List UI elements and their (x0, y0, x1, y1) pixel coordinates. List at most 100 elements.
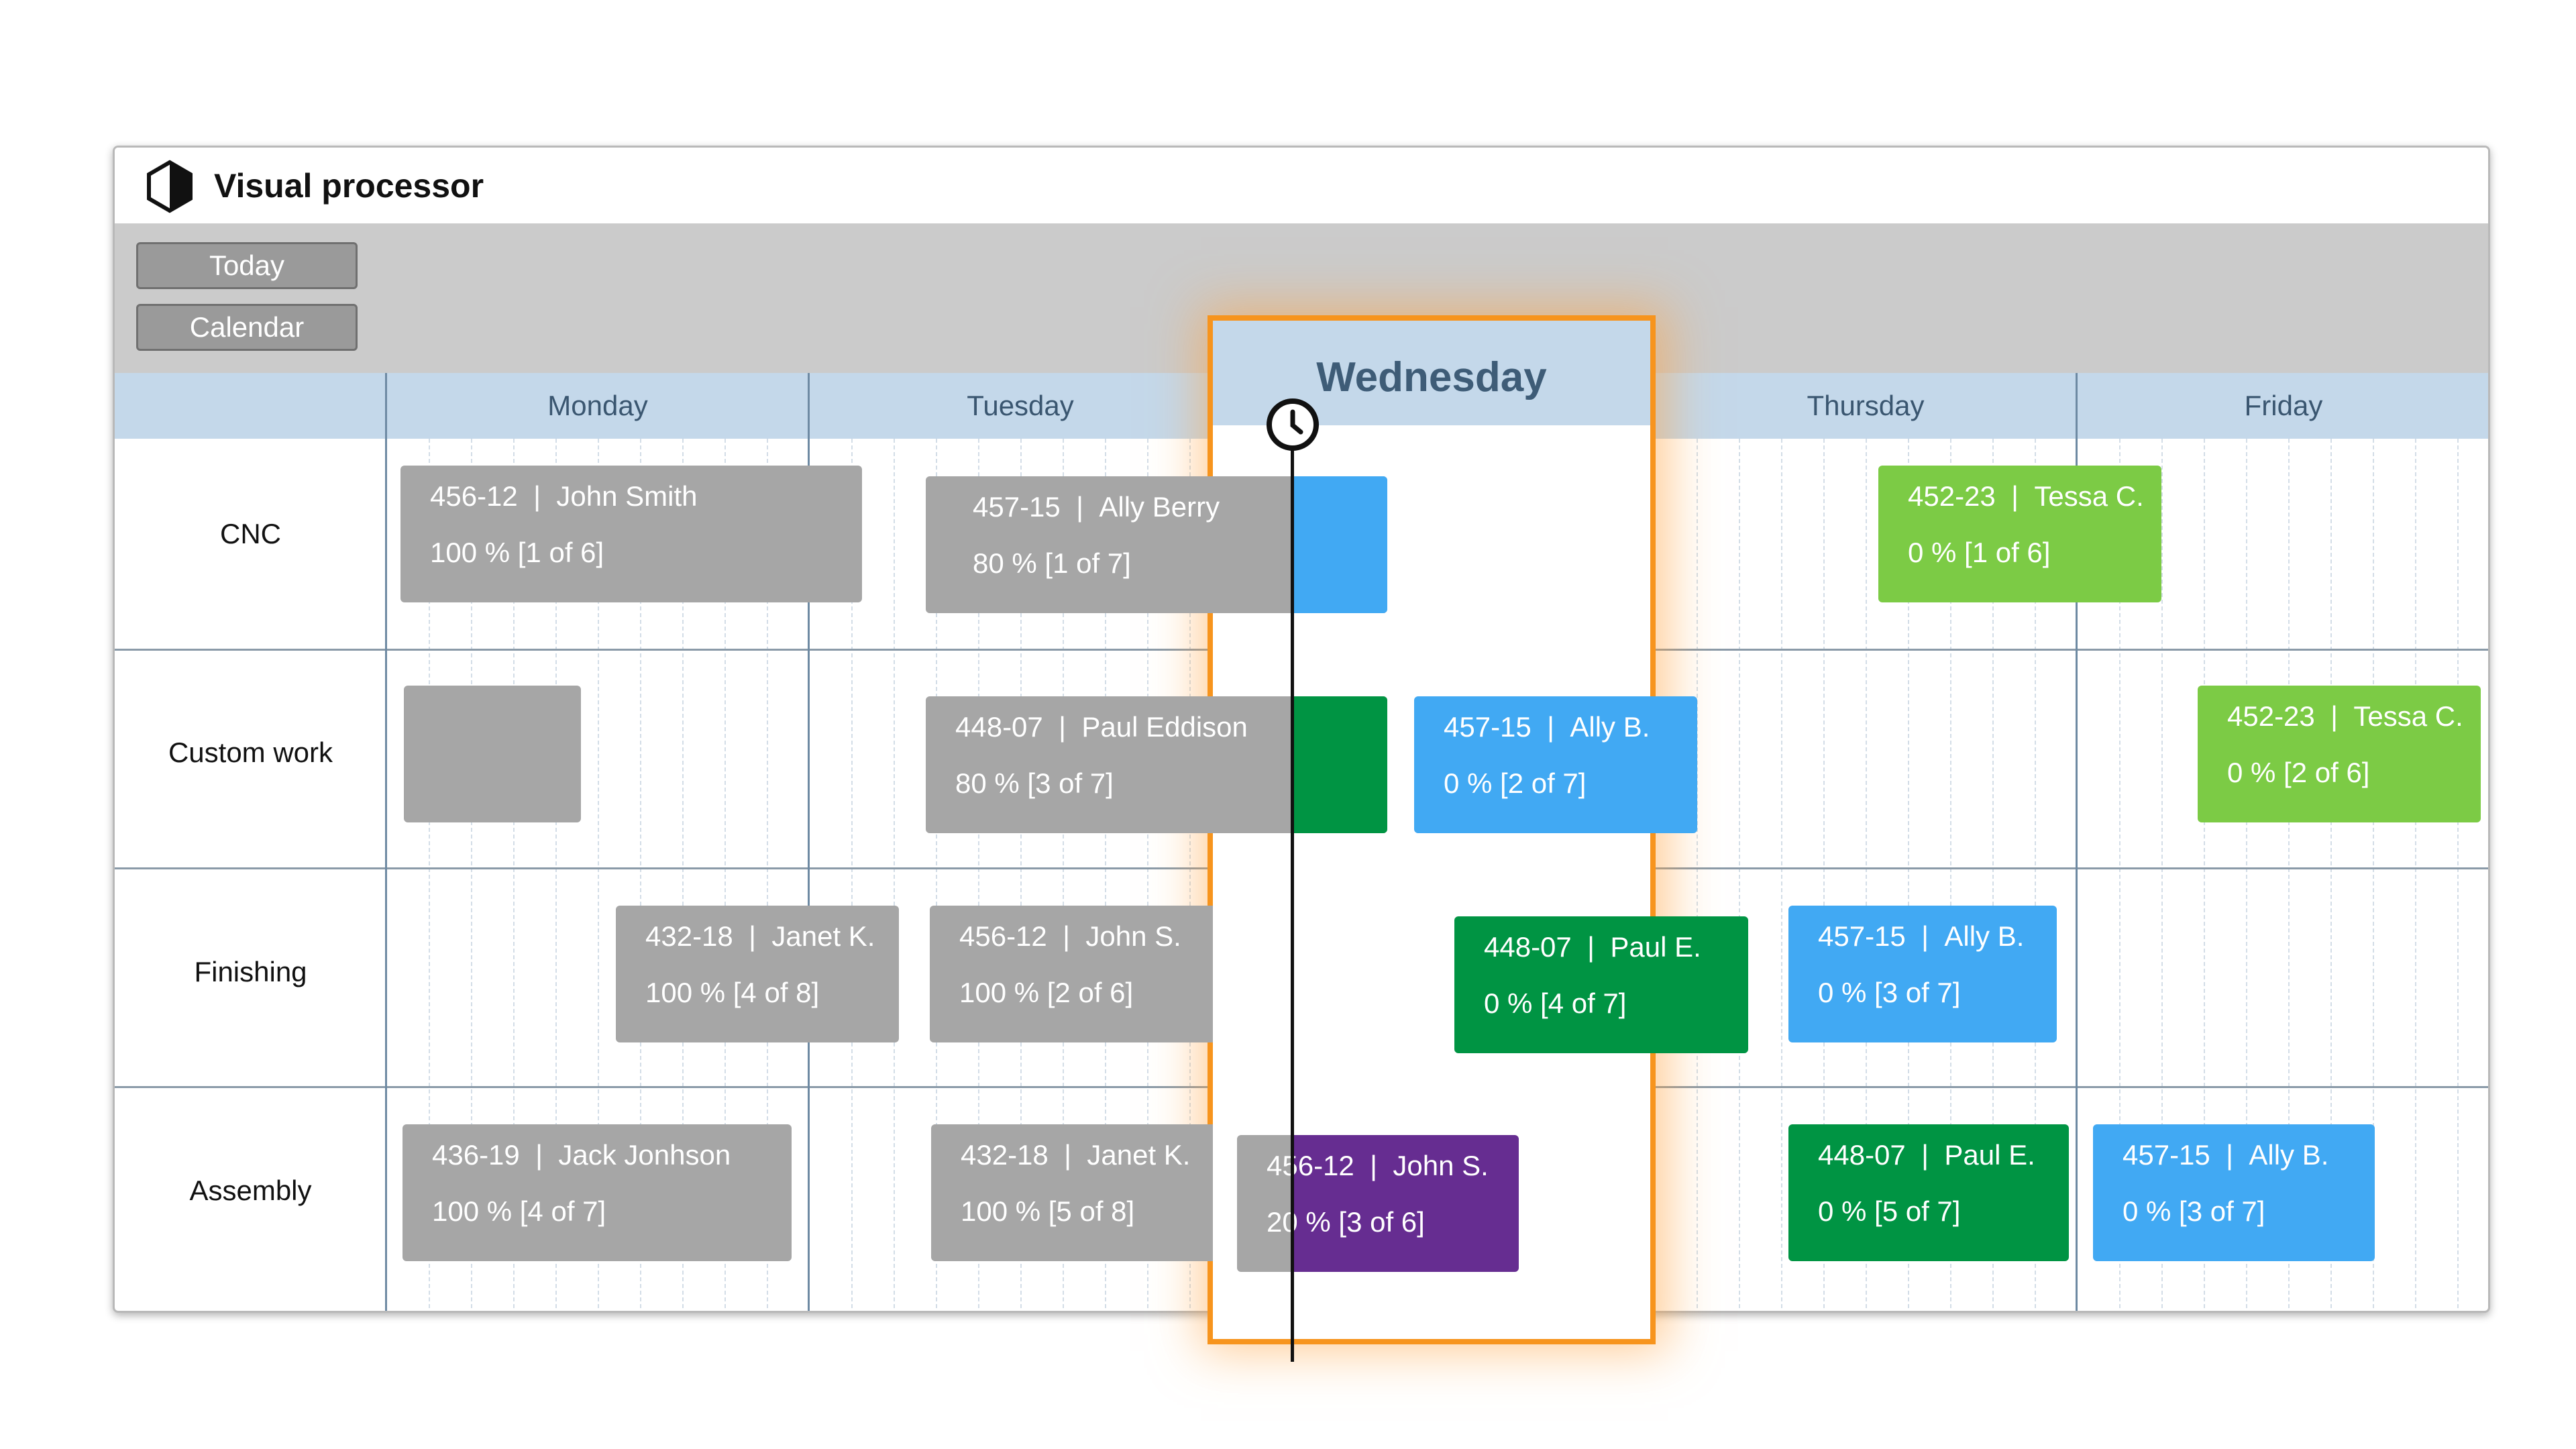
task-card[interactable]: 432-18 | Janet K. 100 % [5 of 8] (931, 1124, 1213, 1261)
app-title: Visual processor (214, 167, 484, 205)
task-person: Janet K. (1087, 1139, 1191, 1171)
grid-subline (936, 439, 937, 1311)
task-card[interactable]: 457-15 | Ally B. 0 % [2 of 7] (1414, 696, 1697, 833)
task-id: 456-12 (1267, 1150, 1354, 1181)
task-person: Paul Eddison (1081, 711, 1248, 743)
task-progress: 80 % [3 of 7] (955, 767, 1114, 799)
task-progress: 0 % [2 of 6] (2227, 757, 2370, 788)
task-person: Ally B. (1570, 711, 1650, 743)
grid-subline (851, 439, 853, 1311)
day-divider (808, 373, 810, 1311)
task-progress: 0 % [2 of 7] (1444, 767, 1587, 799)
task-card[interactable]: 456-12 | John S. 20 % [3 of 6] (1237, 1135, 1519, 1272)
day-divider (2076, 373, 2078, 1311)
task-progress: 80 % [1 of 7] (973, 547, 1131, 579)
calendar-button[interactable]: Calendar (136, 304, 358, 351)
day-header-tuesday: Tuesday (967, 390, 1074, 421)
grid-subline (429, 439, 430, 1311)
grid-subline (1189, 439, 1191, 1311)
task-person: Paul E. (1610, 931, 1701, 963)
task-progress: 0 % [5 of 7] (1818, 1195, 1961, 1227)
task-id: 432-18 (961, 1139, 1049, 1171)
grid-subline (2161, 439, 2163, 1311)
grid-subline (1950, 439, 1951, 1311)
day-divider (385, 373, 387, 1311)
grid-subline (2119, 439, 2121, 1311)
task-person: Tessa C. (2034, 480, 2144, 512)
task-card[interactable]: 456-12 | John S. 100 % [2 of 6] (930, 906, 1213, 1042)
task-id: 457-15 (2123, 1139, 2210, 1171)
task-card[interactable]: 432-18 | Janet K. 100 % [4 of 8] (616, 906, 899, 1042)
grid-subline (767, 439, 768, 1311)
task-progress: 0 % [4 of 7] (1484, 987, 1627, 1019)
task-card[interactable]: 448-07 | Paul E. 0 % [5 of 7] (1788, 1124, 2069, 1261)
task-card-empty[interactable] (404, 686, 581, 822)
grid-subline (2415, 439, 2416, 1311)
task-progress: 100 % [5 of 8] (961, 1195, 1135, 1227)
task-progress: 100 % [4 of 7] (432, 1195, 606, 1227)
grid-subline (1147, 439, 1148, 1311)
day-header-friday: Friday (2244, 390, 2323, 421)
task-person: Ally Berry (1099, 491, 1220, 523)
task-id: 456-12 (959, 920, 1047, 952)
task-card[interactable]: 436-19 | Jack Jonhson 100 % [4 of 7] (402, 1124, 792, 1261)
clock-icon (1267, 398, 1319, 451)
task-id: 448-07 (1484, 931, 1572, 963)
task-person: Jack Jonhson (558, 1139, 731, 1171)
task-card[interactable]: 457-15 | Ally B. 0 % [3 of 7] (2093, 1124, 2375, 1261)
task-id: 436-19 (432, 1139, 520, 1171)
grid-subline (1105, 439, 1106, 1311)
today-button[interactable]: Today (136, 242, 358, 289)
grid-subline (1908, 439, 1909, 1311)
task-id: 452-23 (1908, 480, 1996, 512)
grid-subline (1781, 439, 1782, 1311)
task-id: 457-15 (1818, 920, 1906, 952)
task-card[interactable]: 452-23 | Tessa C. 0 % [1 of 6] (1878, 466, 2161, 602)
row-label-cnc: CNC (220, 518, 281, 549)
task-progress: 100 % [2 of 6] (959, 977, 1134, 1008)
task-person: Janet K. (771, 920, 875, 952)
grid-subline (894, 439, 895, 1311)
task-card[interactable]: 448-07 | Paul E. 0 % [4 of 7] (1454, 916, 1748, 1053)
task-progress: 100 % [4 of 8] (645, 977, 820, 1008)
task-remaining-bar[interactable] (1292, 696, 1387, 833)
task-person: Paul E. (1944, 1139, 2035, 1171)
grid-subline (2204, 439, 2205, 1311)
grid-subline (598, 439, 599, 1311)
row-label-assembly: Assembly (189, 1175, 312, 1206)
day-header-wednesday: Wednesday (1213, 321, 1650, 425)
task-person: Ally B. (1944, 920, 2025, 952)
grid-subline (1992, 439, 1994, 1311)
grid-subline (555, 439, 557, 1311)
task-id: 457-15 (1444, 711, 1532, 743)
grid-subline (640, 439, 641, 1311)
task-card[interactable]: 456-12 | John Smith 100 % [1 of 6] (400, 466, 862, 602)
task-remaining-bar[interactable] (1292, 476, 1387, 613)
grid-subline (1823, 439, 1825, 1311)
task-id: 448-07 (1818, 1139, 1906, 1171)
task-id: 448-07 (955, 711, 1043, 743)
task-card[interactable]: 452-23 | Tessa C. 0 % [2 of 6] (2198, 686, 2481, 822)
day-header-monday: Monday (547, 390, 648, 421)
row-label-custom-work: Custom work (168, 737, 333, 768)
grid-subline (513, 439, 515, 1311)
task-card[interactable]: 457-15 | Ally B. 0 % [3 of 7] (1788, 906, 2057, 1042)
task-id: 452-23 (2227, 700, 2315, 732)
grid-subline (1739, 439, 1740, 1311)
title-bar: Visual processor (115, 148, 2488, 223)
day-header-thursday: Thursday (1807, 390, 1925, 421)
task-progress: 0 % [3 of 7] (1818, 977, 1961, 1008)
task-person: John S. (1393, 1150, 1489, 1181)
grid-subline (2035, 439, 2036, 1311)
row-label-finishing: Finishing (194, 956, 307, 987)
grid-subline (2330, 439, 2332, 1311)
task-person: Ally B. (2249, 1139, 2329, 1171)
task-id: 432-18 (645, 920, 733, 952)
hexagon-logo-icon (147, 160, 193, 213)
task-person: John S. (1085, 920, 1181, 952)
task-progress: 0 % [1 of 6] (1908, 537, 2051, 568)
task-id: 456-12 (430, 480, 518, 512)
task-id: 457-15 (973, 491, 1061, 523)
grid-subline (471, 439, 472, 1311)
grid-subline (1866, 439, 1867, 1311)
